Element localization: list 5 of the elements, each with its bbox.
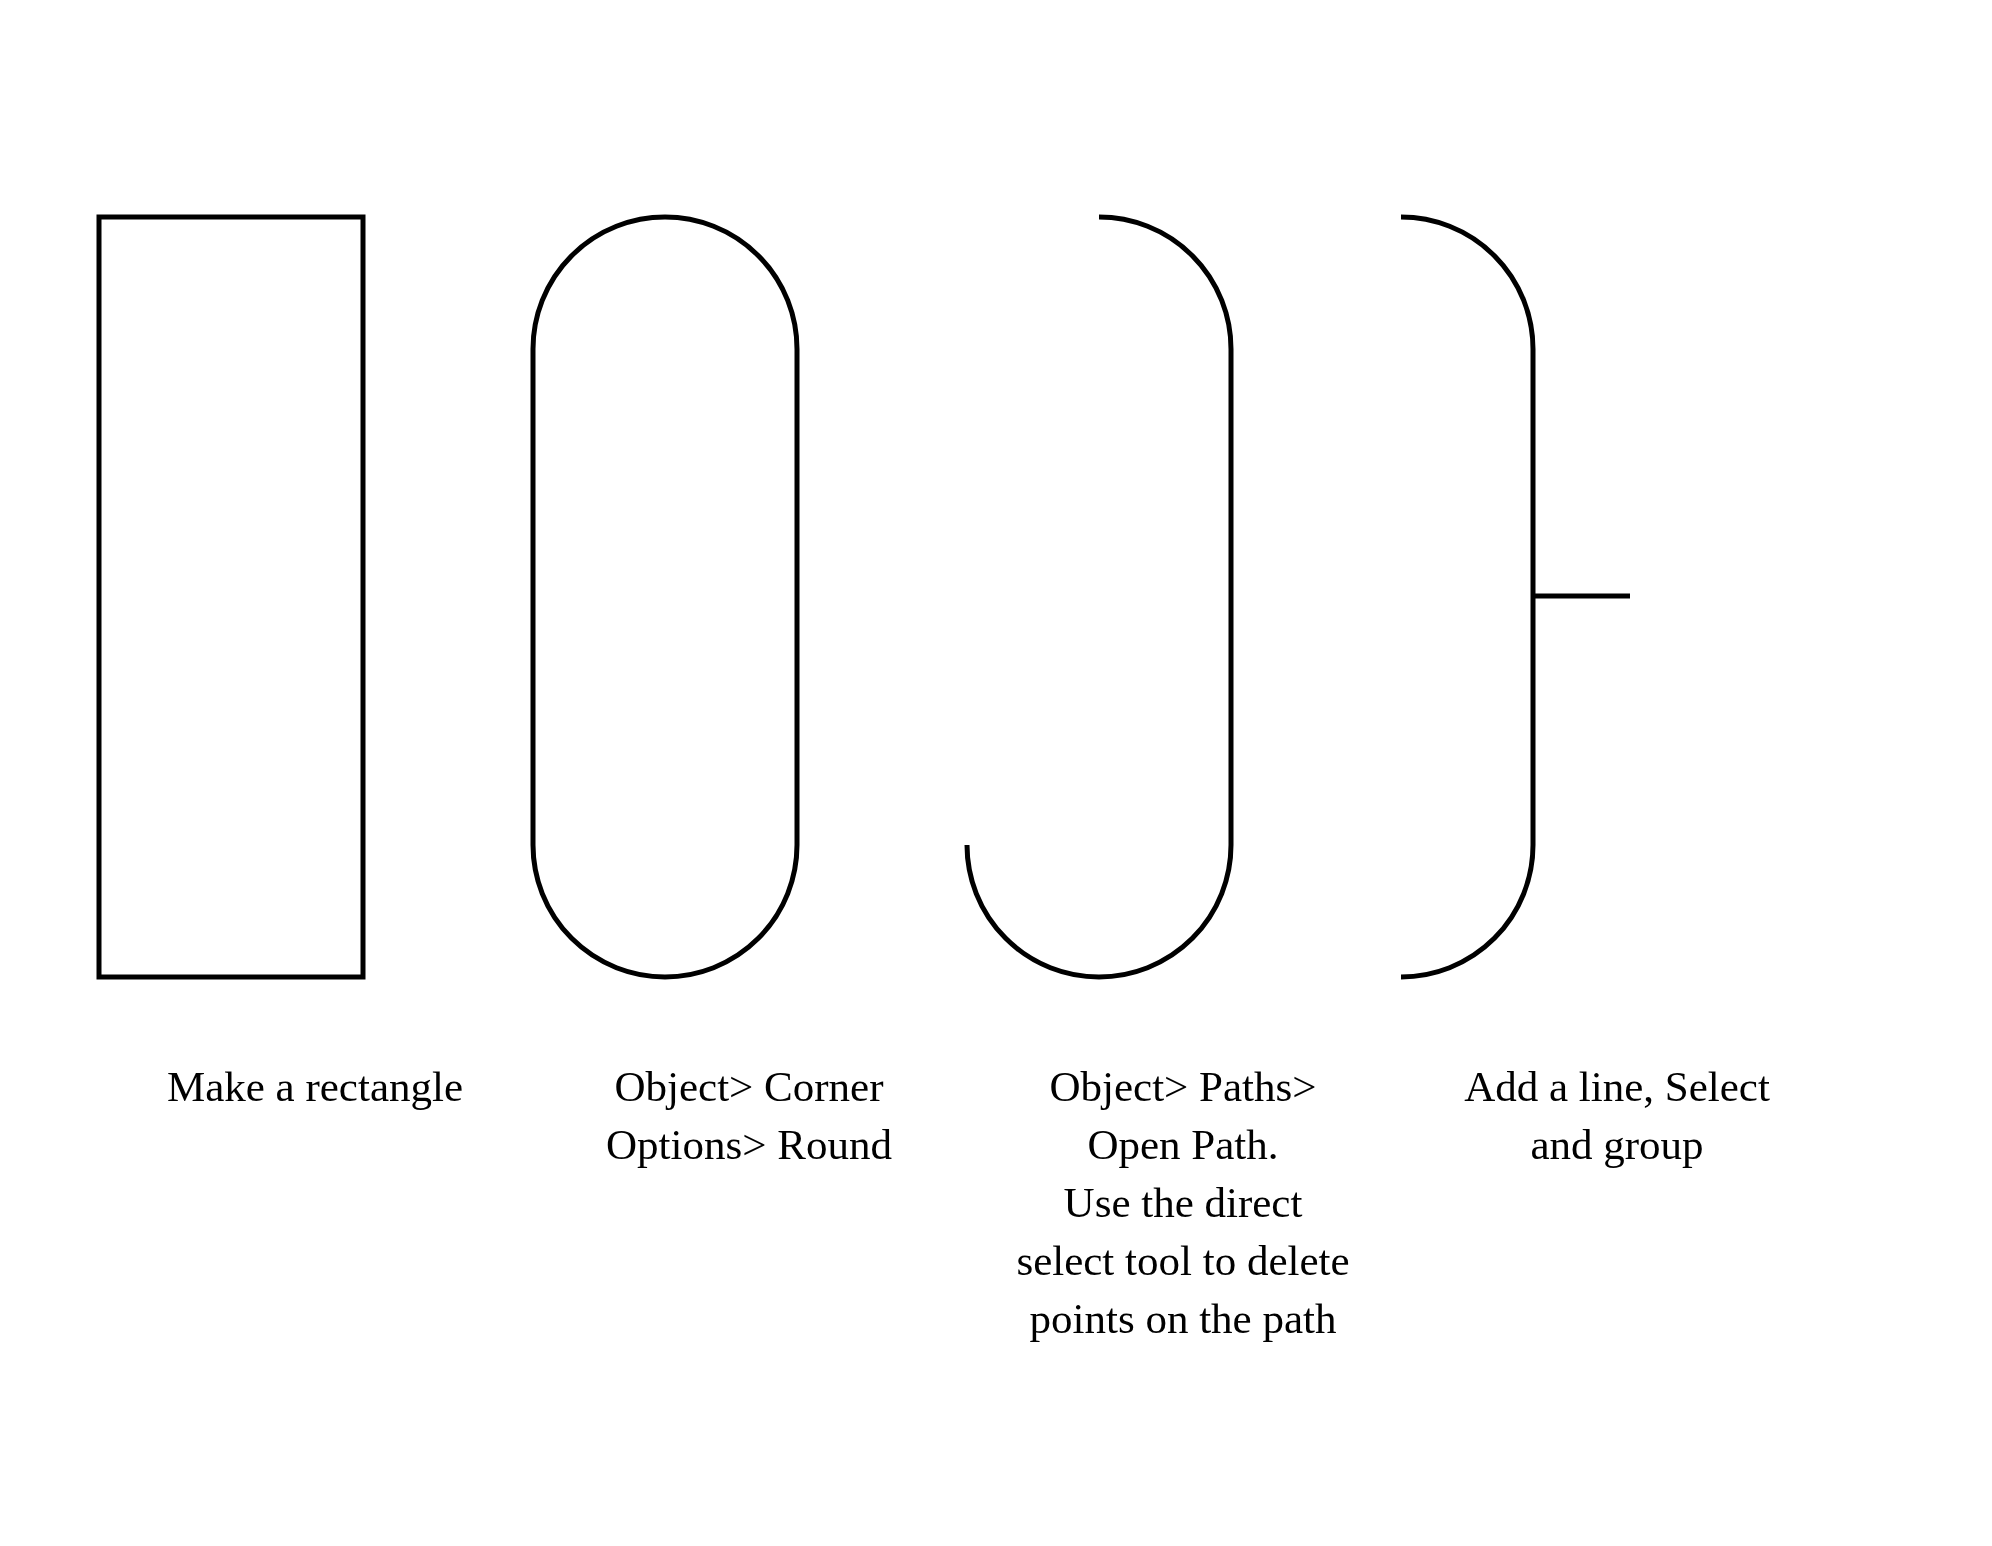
caption-text: Add a line, Select and group: [1463, 1062, 1771, 1170]
caption-text: Make a rectangle: [165, 1062, 464, 1112]
caption-text: Use the direct select tool to delete points on the path: [1015, 1178, 1351, 1344]
caption-text: Object> Paths> Open Path.: [1048, 1062, 1318, 1170]
caption-text: Object> Corner Options> Round: [605, 1062, 893, 1170]
